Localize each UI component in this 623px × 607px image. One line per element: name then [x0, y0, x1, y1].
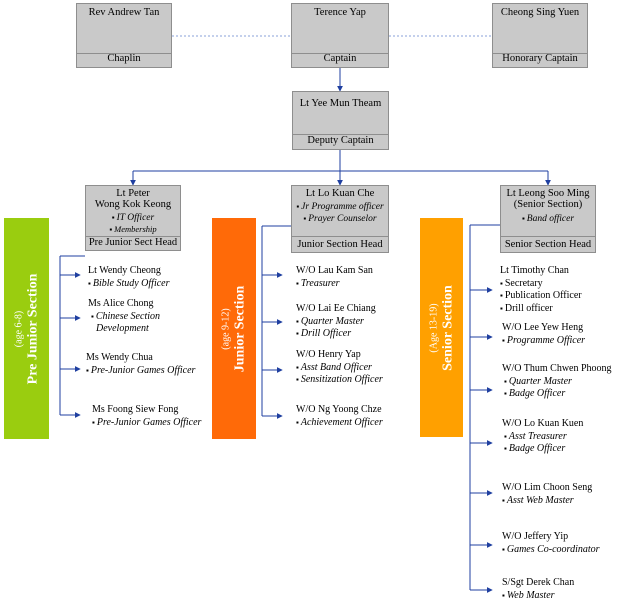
chaplin-name: Rev Andrew Tan [88, 7, 160, 18]
prejunior-head-name-1: Lt Peter [116, 188, 150, 199]
captain-box: Terence Yap Captain [291, 3, 389, 68]
member-prejunior-2: Ms Alice Chong ▪Chinese Section Developm… [88, 298, 160, 334]
member-senior-6: W/O Jeffery Yip ▪Games Co-coordinator [502, 531, 600, 555]
member-senior-1: Lt Timothy Chan ▪Secretary ▪Publication … [500, 265, 582, 314]
honorary-captain-name: Cheong Sing Yuen [500, 7, 580, 18]
member-senior-2: W/O Lee Yew Heng ▪Programme Officer [502, 322, 586, 346]
senior-section-bar: (Age 13-19) Senior Section [420, 218, 463, 437]
member-prejunior-3: Ms Wendy Chua ▪Pre-Junior Games Officer [86, 352, 196, 376]
member-prejunior-4: Ms Foong Siew Fong ▪Pre-Junior Games Off… [92, 404, 202, 428]
honorary-captain-box: Cheong Sing Yuen Honorary Captain [492, 3, 588, 68]
prejunior-head-name-2: Wong Kok Keong [94, 199, 172, 210]
senior-head-name-2: (Senior Section) [513, 199, 583, 210]
captain-role: Captain [323, 53, 357, 64]
junior-head-name: Lt Lo Kuan Che [305, 188, 375, 199]
captain-name: Terence Yap [314, 7, 366, 18]
junior-section-age: (age 9-12) [220, 307, 232, 350]
junior-head-box: Lt Lo Kuan Che ▪Jr Programme officer ▪Pr… [291, 185, 389, 253]
chaplin-box: Rev Andrew Tan Chaplin [76, 3, 172, 68]
senior-head-box: Lt Leong Soo Ming (Senior Section) ▪Band… [500, 185, 596, 253]
member-prejunior-1: Lt Wendy Cheong ▪Bible Study Officer [88, 265, 170, 289]
member-senior-5: W/O Lim Choon Seng ▪Asst Web Master [502, 482, 593, 506]
member-junior-1: W/O Lau Kam San ▪Treasurer [296, 265, 373, 289]
prejunior-head-item: ▪Membership [109, 224, 157, 234]
prejunior-section-bar: (age 6-8) Pre Junior Section [4, 218, 49, 439]
member-junior-4: W/O Ng Yoong Chze ▪Achievement Officer [296, 404, 383, 428]
senior-head-name-1: Lt Leong Soo Ming [506, 188, 590, 199]
junior-head-item: ▪Jr Programme officer [296, 202, 384, 212]
deputy-captain-name: Lt Yee Mun Theam [299, 98, 382, 109]
chaplin-role: Chaplin [107, 53, 141, 64]
senior-section-title: Senior Section [440, 284, 455, 371]
member-junior-2: W/O Lai Ee Chiang ▪Quarter Master ▪Drill… [296, 303, 376, 339]
senior-section-age: (Age 13-19) [428, 302, 439, 353]
member-senior-4: W/O Lo Kuan Kuen ▪Asst Treasurer ▪Badge … [502, 418, 584, 454]
senior-head-item: ▪Band officer [521, 214, 575, 224]
junior-head-role: Junior Section Head [297, 239, 383, 250]
member-senior-3: W/O Thum Chwen Phoong ▪Quarter Master ▪B… [502, 363, 612, 399]
member-junior-3: W/O Henry Yap ▪Asst Band Officer ▪Sensit… [296, 349, 383, 385]
prejunior-head-box: Lt Peter Wong Kok Keong ▪IT Officer ▪Mem… [85, 185, 181, 251]
junior-section-title: Junior Section [232, 285, 248, 372]
prejunior-section-age: (age 6-8) [13, 310, 24, 347]
junior-head-item: ▪Prayer Counselor [303, 214, 377, 224]
junior-section-bar: (age 9-12) Junior Section [212, 218, 256, 439]
honorary-captain-role: Honorary Captain [502, 53, 578, 64]
deputy-captain-box: Lt Yee Mun Theam Deputy Captain [292, 91, 389, 150]
member-senior-7: S/Sgt Derek Chan ▪Web Master [502, 577, 575, 601]
prejunior-head-item: ▪IT Officer [111, 213, 155, 223]
prejunior-section-title: Pre Junior Section [25, 273, 40, 384]
prejunior-head-role: Pre Junior Sect Head [88, 237, 178, 248]
deputy-captain-role: Deputy Captain [307, 135, 374, 146]
senior-head-role: Senior Section Head [504, 239, 592, 250]
